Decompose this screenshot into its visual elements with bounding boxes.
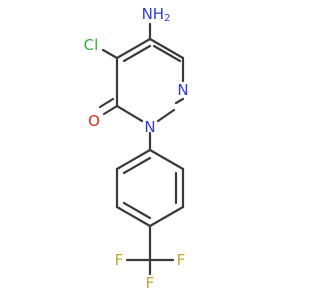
atom-labels: NH2 Cl O N N F F F — [84, 5, 189, 292]
bond-ar6-ar1 — [115, 148, 152, 171]
atom-f-left: F — [115, 251, 124, 269]
bond-c5-c6 — [148, 37, 185, 60]
bond-c5-c6-double — [152, 44, 182, 63]
atom-f-mid: F — [146, 274, 155, 292]
bond-c3-o — [102, 104, 119, 116]
bond-ar1-ar2 — [148, 148, 185, 171]
bond-ar6-ar1-double — [122, 156, 152, 175]
bond-n1-n2 — [156, 108, 176, 123]
bond-c4-c5 — [115, 37, 152, 60]
bond-ar4-ar5-double — [122, 201, 152, 220]
atom-f-right: F — [177, 251, 186, 269]
atom-nh2-subscript: 2 — [164, 13, 170, 24]
bond-ar4-ar5 — [115, 205, 152, 228]
molecule-structure: NH2 Cl O N N F F F — [84, 5, 189, 292]
atom-cl: Cl — [84, 36, 99, 54]
atom-o: O — [88, 112, 100, 130]
bond-ar3-ar4 — [148, 205, 185, 228]
bond-c4-cl — [101, 48, 119, 60]
bond-n1-n2-double — [174, 97, 185, 105]
bonds — [98, 22, 185, 276]
bond-c4-c5-double — [122, 44, 152, 63]
atom-n-ring-right: N — [177, 81, 188, 99]
atom-n-ring-bottom: N — [144, 118, 155, 136]
bond-n2-c3 — [115, 104, 144, 123]
bond-c3-o-double — [98, 97, 115, 109]
atom-nh2-text: NH — [142, 5, 165, 23]
atom-nh2: NH2 — [142, 5, 171, 24]
